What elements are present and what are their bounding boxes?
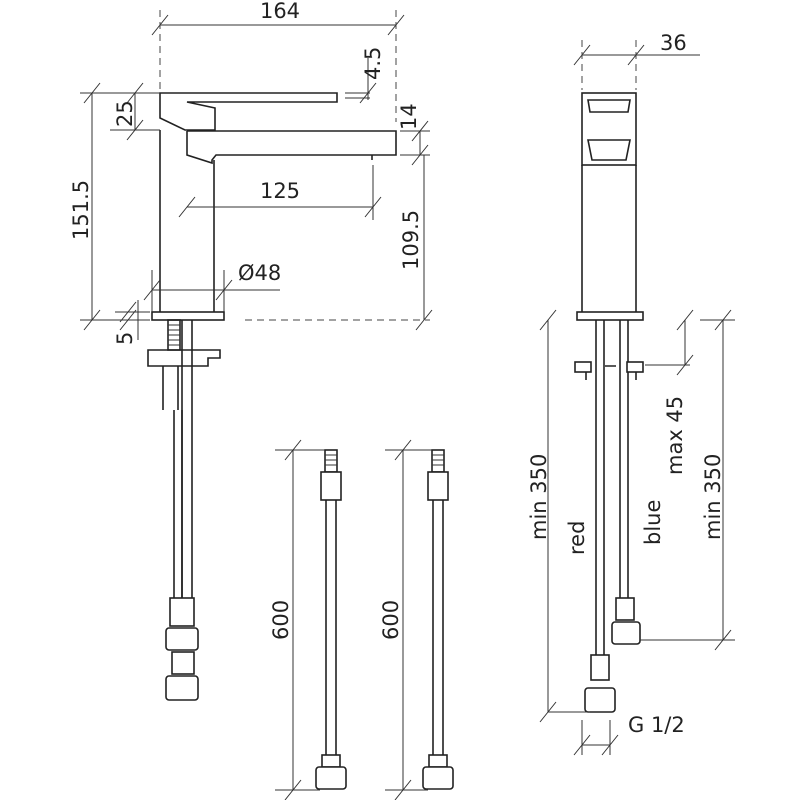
faucet-body	[159, 130, 215, 312]
dim-spout-height: 14	[397, 103, 421, 130]
side-base	[576, 311, 644, 321]
dim-thread: G 1/2	[628, 713, 685, 737]
faucet-lever	[159, 92, 338, 131]
hose-fitting	[169, 597, 195, 627]
dim-lever-gap: 4.5	[361, 47, 385, 80]
side-head	[581, 92, 637, 166]
dim-min-length-right: min 350	[701, 454, 725, 540]
dim-base-diameter: Ø48	[238, 261, 281, 285]
base-plate	[151, 311, 225, 321]
side-view: 36 min 350 red blue max 45 min 350 G 1/2	[527, 31, 735, 756]
dim-outlet-height: 109.5	[399, 210, 423, 270]
dim-spout-reach: 125	[260, 179, 300, 203]
label-blue-hose: blue	[641, 500, 665, 545]
dim-hose-length-2: 600	[379, 600, 403, 640]
dim-hose-length-1: 600	[269, 600, 293, 640]
front-view: 164 4.5 25 14 151.5 125 109.5 Ø48 5	[69, 0, 433, 701]
flexible-hoses: 600 600	[269, 439, 454, 800]
dim-min-length-left: min 350	[527, 454, 551, 540]
dim-lever-height: 25	[113, 100, 137, 127]
hose-2	[422, 449, 454, 790]
hose-nut	[165, 627, 199, 651]
fixing-nut	[147, 349, 221, 367]
dim-total-length: 164	[260, 0, 300, 23]
dim-base-thickness: 5	[113, 332, 137, 345]
label-red-hose: red	[565, 521, 589, 555]
blue-fitting	[615, 597, 635, 621]
dim-side-width: 36	[660, 31, 687, 55]
hose-1	[315, 449, 347, 790]
dim-max-deck: max 45	[663, 396, 687, 475]
red-fitting	[590, 654, 610, 681]
faucet-spout	[186, 130, 397, 165]
dim-total-height: 151.5	[69, 180, 93, 240]
